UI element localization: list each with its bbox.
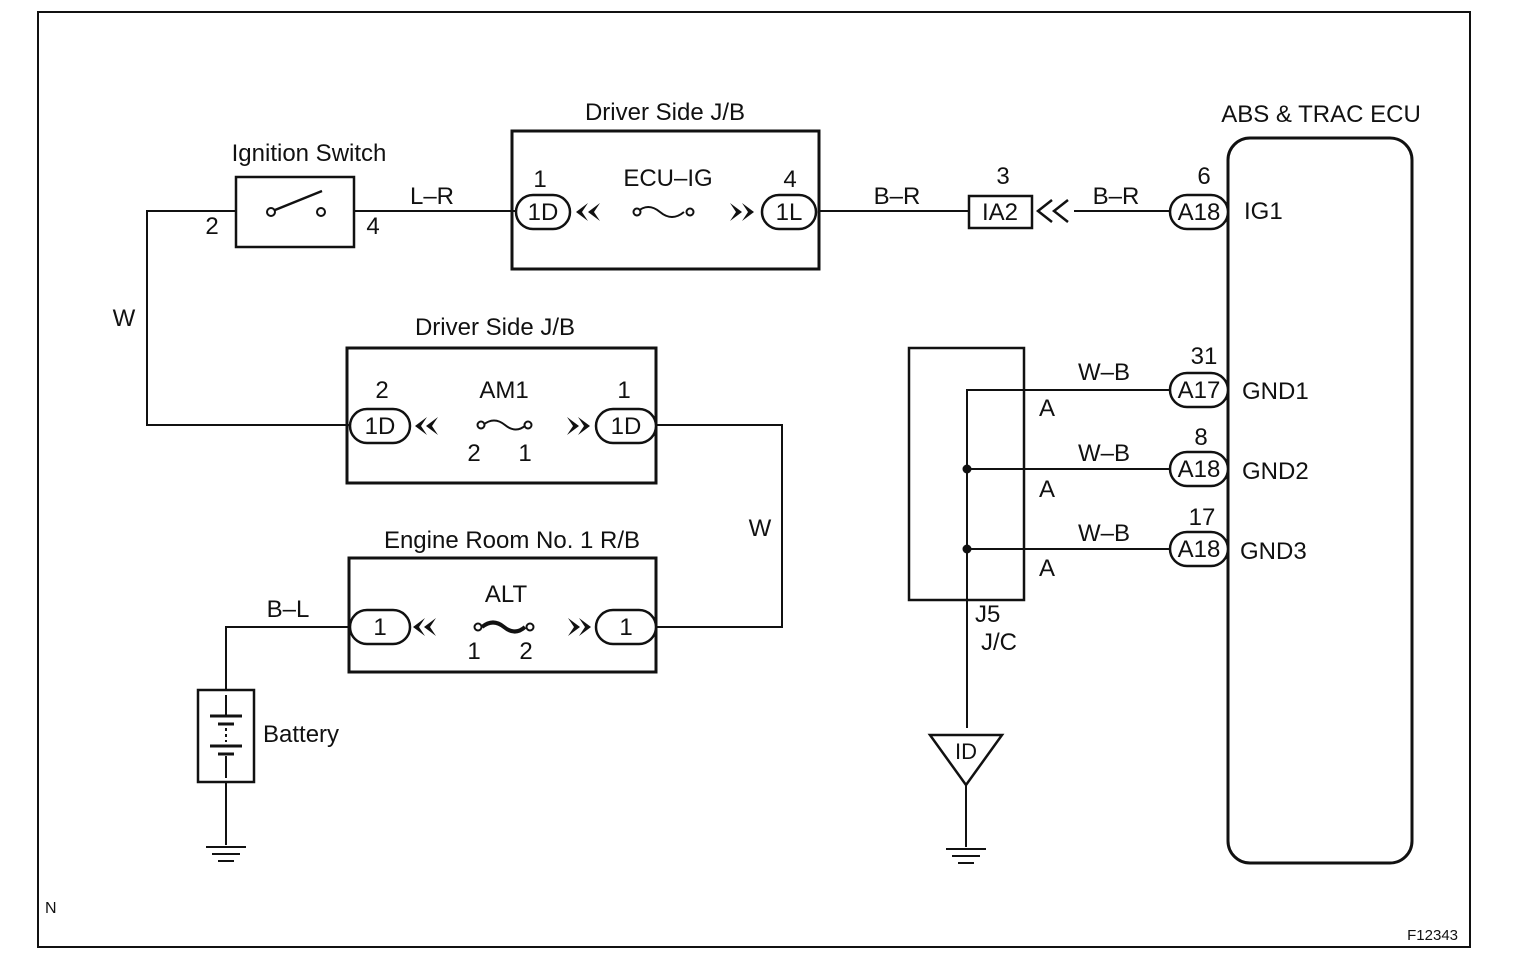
ignition-switch-title: Ignition Switch [232, 140, 387, 167]
ecu-terminal-name: GND3 [1240, 538, 1307, 565]
battery-label: Battery [263, 721, 339, 748]
alt-pin-right: 2 [519, 638, 532, 665]
connector-1d-label: 1D [611, 413, 642, 440]
wire-label-w: W [749, 515, 772, 542]
jb-lower-left-pin: 2 [375, 377, 388, 404]
jb-upper-left-pin: 1 [533, 166, 546, 193]
ground-symbol [946, 848, 986, 864]
ecu-terminal-name: GND1 [1242, 378, 1309, 405]
rb-left-connector: 1 [373, 614, 386, 641]
ecu-pin-number: 17 [1189, 504, 1216, 531]
wire-label-l-r: L–R [410, 183, 454, 210]
diagram-frame [37, 11, 1471, 948]
ecu-connector-label: A17 [1178, 377, 1221, 404]
splice-dot [962, 464, 972, 474]
ecu-terminal-name: GND2 [1242, 458, 1309, 485]
rb-right-connector: 1 [619, 614, 632, 641]
connector-1l-label: 1L [776, 199, 803, 226]
ecu-pin-number: 8 [1194, 424, 1207, 451]
jb-lower-right-pin: 1 [617, 377, 630, 404]
fuse-ecu-ig-label: ECU–IG [623, 165, 712, 192]
connector-a18 [1168, 193, 1230, 231]
junction-tap-a: A [1039, 476, 1055, 503]
ecu-connector-label: A18 [1178, 199, 1221, 226]
ecu-connector-label: A18 [1178, 456, 1221, 483]
wire-label-b-r: B–R [1093, 183, 1140, 210]
junction-label-jc: J/C [981, 629, 1017, 656]
engine-room-relay-block: Engine Room No. 1 R/B 1 1 ALT 1 2 [347, 527, 658, 674]
ecu-pin-number: 6 [1197, 163, 1210, 190]
splice-dot [962, 544, 972, 554]
connector-1d [514, 193, 572, 231]
wire-label-w: W [113, 305, 136, 332]
figure-id: F12343 [1407, 927, 1458, 944]
wires [146, 210, 1170, 847]
ground-point-id: ID [927, 733, 1005, 788]
am1-pin-left: 2 [467, 440, 480, 467]
ia2-connector: 3 IA2 [967, 163, 1069, 230]
fuse-alt [480, 620, 527, 634]
am1-pin-right: 1 [518, 440, 531, 467]
corner-mark-left: N [45, 900, 57, 917]
switch-contact [266, 207, 276, 217]
driver-side-jb-lower: Driver Side J/B 2 1 1D 1D AM1 2 1 [345, 314, 658, 485]
fuse-ecu-ig [636, 206, 685, 218]
ground-symbol [206, 846, 246, 862]
battery: Battery [196, 688, 339, 784]
wire-label-b-l: B–L [267, 596, 310, 623]
abs-trac-ecu: ABS & TRAC ECU 6 A18 IG1 31 A17 GND1 8 A… [1168, 101, 1421, 865]
connector-1 [594, 608, 658, 646]
jb-upper-right-pin: 4 [783, 166, 796, 193]
ia2-label: IA2 [982, 199, 1018, 226]
ecu-pin-number: 31 [1191, 343, 1218, 370]
jb-upper-title: Driver Side J/B [585, 99, 745, 126]
junction-tap-a: A [1039, 555, 1055, 582]
junction-label-j5: J5 [975, 601, 1000, 628]
alt-pin-left: 1 [467, 638, 480, 665]
wire-label-w-b: W–B [1078, 520, 1130, 547]
fuse-am1-label: AM1 [479, 377, 528, 404]
ignition-pin-right: 4 [366, 213, 379, 240]
driver-side-jb-upper: Driver Side J/B 1 4 1D 1L ECU–IG [510, 99, 821, 271]
rb-title: Engine Room No. 1 R/B [384, 527, 640, 554]
wire-label-w-b: W–B [1078, 440, 1130, 467]
switch-contact [316, 207, 326, 217]
junction-tap-a: A [1039, 395, 1055, 422]
connector-a18 [1168, 530, 1230, 568]
ignition-pin-left: 2 [205, 213, 218, 240]
fuse-am1 [482, 419, 527, 431]
connector-a17 [1168, 371, 1230, 409]
connector-1 [348, 608, 412, 646]
ia2-pin: 3 [996, 163, 1009, 190]
connector-1l [760, 193, 818, 231]
junction-connector-j5: A A A J5 J/C [907, 346, 1055, 656]
jb-lower-title: Driver Side J/B [415, 314, 575, 341]
switch-blade [274, 189, 323, 212]
ecu-connector-label: A18 [1178, 536, 1221, 563]
ecu-terminal-name: IG1 [1244, 198, 1283, 225]
connector-a18 [1168, 450, 1230, 488]
ecu-title: ABS & TRAC ECU [1221, 101, 1421, 128]
connector-1d-label: 1D [365, 413, 396, 440]
connector-1d [348, 407, 412, 445]
wire-label-w-b: W–B [1078, 359, 1130, 386]
ground-point-label: ID [955, 739, 977, 764]
fuse-alt-label: ALT [485, 581, 528, 608]
wire-label-b-r: B–R [874, 183, 921, 210]
ignition-switch: Ignition Switch 2 4 [205, 140, 387, 249]
connector-1d-label: 1D [528, 199, 559, 226]
connector-1d [594, 407, 658, 445]
